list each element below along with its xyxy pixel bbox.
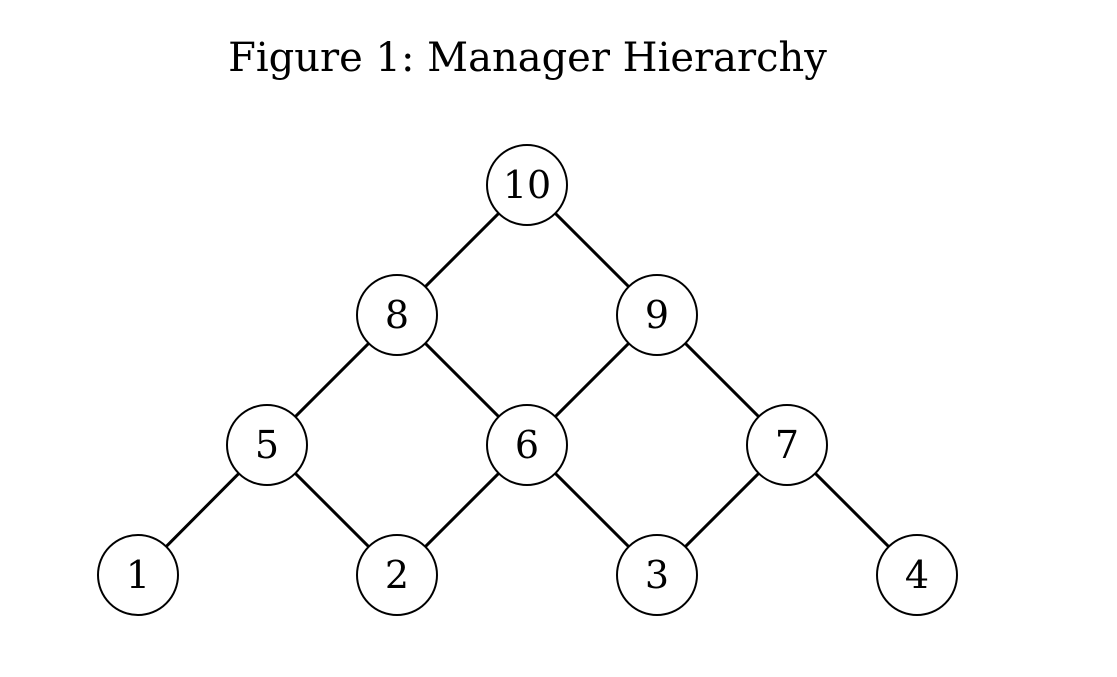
edge-8-5 — [294, 342, 370, 418]
node-label-4: 4 — [905, 553, 929, 597]
edge-10-8 — [424, 212, 500, 288]
node-circle-7 — [746, 404, 828, 486]
node-circle-1 — [97, 534, 179, 616]
node-circle-8 — [356, 274, 438, 356]
edge-9-6 — [554, 342, 630, 418]
node-6: 6 — [486, 404, 568, 486]
node-label-2: 2 — [385, 553, 409, 597]
edge-6-3 — [554, 472, 630, 548]
edge-8-6 — [424, 342, 500, 418]
node-circle-5 — [226, 404, 308, 486]
edge-6-2 — [424, 472, 500, 548]
node-label-5: 5 — [255, 423, 279, 467]
node-label-6: 6 — [515, 423, 539, 467]
node-circle-6 — [486, 404, 568, 486]
node-5: 5 — [226, 404, 308, 486]
node-circle-9 — [616, 274, 698, 356]
node-9: 9 — [616, 274, 698, 356]
node-circle-3 — [616, 534, 698, 616]
edge-10-9 — [554, 212, 630, 288]
node-circle-4 — [876, 534, 958, 616]
node-8: 8 — [356, 274, 438, 356]
figure-title: Figure 1: Manager Hierarchy — [228, 35, 827, 81]
node-circle-2 — [356, 534, 438, 616]
edge-5-1 — [165, 472, 240, 548]
node-10: 10 — [486, 144, 568, 226]
edge-5-2 — [294, 472, 370, 548]
node-circle-10 — [486, 144, 568, 226]
node-label-9: 9 — [645, 293, 669, 337]
node-label-8: 8 — [385, 293, 409, 337]
edge-9-7 — [684, 342, 760, 418]
edge-7-4 — [814, 472, 890, 548]
node-1: 1 — [97, 534, 179, 616]
node-label-3: 3 — [645, 553, 669, 597]
node-label-10: 10 — [503, 163, 551, 207]
node-2: 2 — [356, 534, 438, 616]
edges-layer — [165, 212, 890, 548]
node-label-7: 7 — [775, 423, 799, 467]
node-7: 7 — [746, 404, 828, 486]
node-label-1: 1 — [126, 553, 150, 597]
node-3: 3 — [616, 534, 698, 616]
node-4: 4 — [876, 534, 958, 616]
edge-7-3 — [684, 472, 760, 548]
nodes-layer: 10 8 9 5 6 7 1 2 3 4 — [97, 144, 958, 616]
